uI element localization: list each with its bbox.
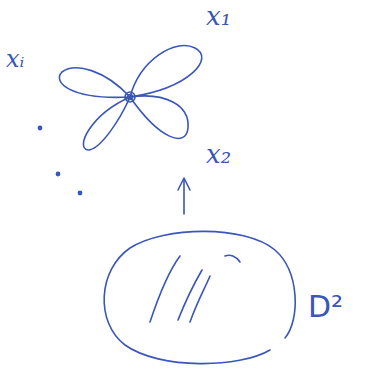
disk-outline xyxy=(104,231,295,363)
ellipsis-dot xyxy=(38,126,41,129)
circle-petal xyxy=(130,96,188,138)
disk-interior-line xyxy=(225,255,240,262)
ellipsis-dot xyxy=(56,172,59,175)
circle-petal xyxy=(59,68,130,97)
disk-label: D² xyxy=(308,290,343,323)
base-point xyxy=(128,95,133,100)
disk-interior-line xyxy=(150,256,180,322)
ellipsis-dot xyxy=(78,191,81,194)
base-point xyxy=(125,92,135,102)
generator-label: x₁ xyxy=(206,2,231,31)
circle-petal xyxy=(83,97,130,150)
circle-petal xyxy=(130,46,202,97)
generator-label: xᵢ xyxy=(6,46,24,72)
generator-label: x₂ xyxy=(206,140,231,169)
map-arrow-stem xyxy=(183,180,185,214)
disk-interior-line xyxy=(190,276,210,322)
disk-interior-line xyxy=(178,270,202,320)
